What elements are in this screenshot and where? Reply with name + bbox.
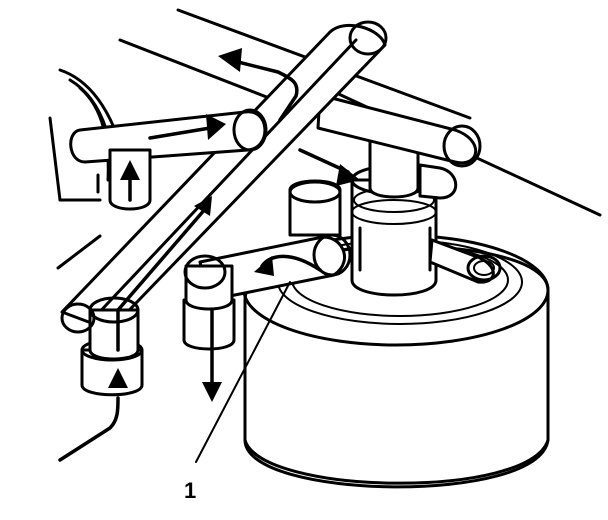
diagonal-tube	[60, 20, 388, 332]
callout-leader-line	[195, 281, 291, 463]
callout-label: 1	[184, 478, 196, 503]
right-fitting	[428, 238, 502, 284]
upper-cross-tube	[288, 93, 482, 237]
callout-1: 1	[184, 281, 291, 503]
flow-arrows	[58, 48, 360, 462]
lower-left-fitting	[60, 296, 144, 397]
